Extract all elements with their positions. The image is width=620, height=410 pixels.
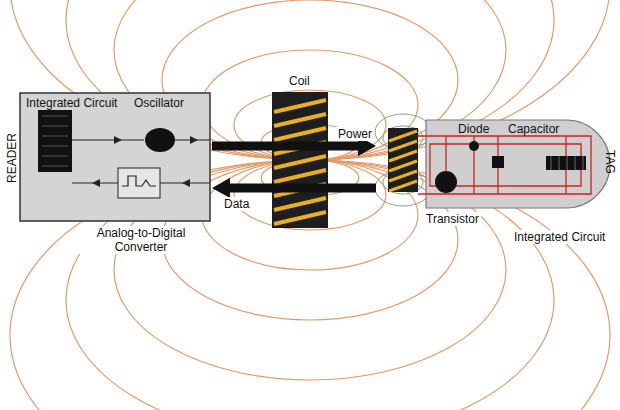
part-label: Capacitor (506, 122, 561, 136)
part-label: Transistor (424, 212, 481, 226)
edge-label: Data (222, 197, 251, 211)
edge-label: Power (336, 127, 374, 141)
tag-field-lines (375, 114, 431, 206)
reader-coil (272, 92, 328, 228)
part-label: Integrated Circuit (512, 230, 607, 244)
part-label: Coil (287, 74, 312, 88)
tag-body: TAG (376, 112, 616, 216)
signal-arrow (212, 178, 376, 198)
tag-heading: TAG (603, 150, 617, 174)
field-lines (10, 0, 610, 410)
part-label: Analog-to-Digital Converter (79, 226, 203, 254)
reader-heading: READER (5, 133, 19, 183)
part-label: Oscillator (132, 96, 186, 110)
part-label: Diode (456, 122, 491, 136)
tag-drawing (376, 112, 616, 216)
part-label: Integrated Circuit (24, 96, 119, 110)
